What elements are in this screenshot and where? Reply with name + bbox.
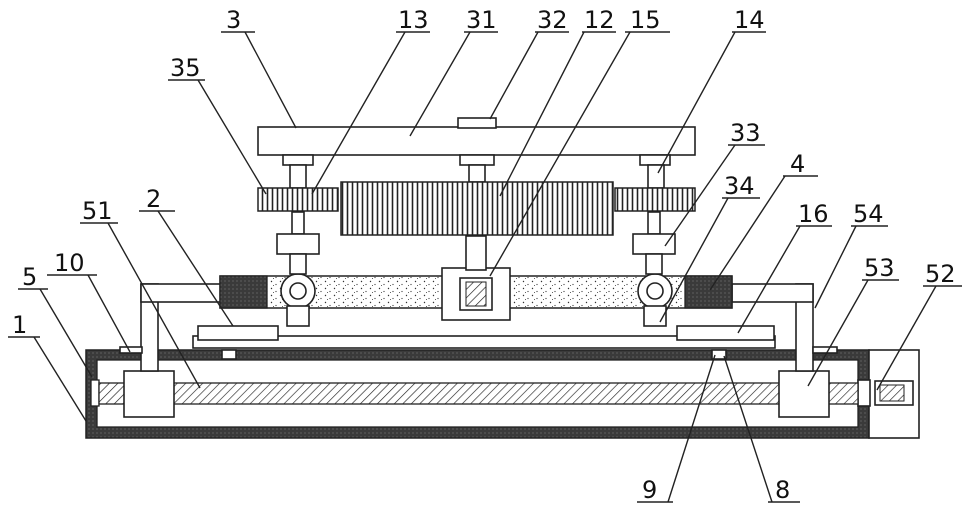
center-gear: [341, 182, 613, 235]
left-small-block: [222, 350, 236, 359]
label-12: 12: [584, 6, 615, 34]
left-nut-block: [124, 371, 174, 417]
label-35: 35: [170, 54, 201, 82]
left-slot: [120, 347, 142, 353]
label-34: 34: [724, 172, 755, 200]
label-5: 5: [22, 263, 37, 291]
label-14: 14: [734, 6, 765, 34]
right-gear: [615, 188, 695, 211]
lead-screw: [99, 383, 858, 404]
label-31: 31: [466, 6, 497, 34]
right-slide-plate: [677, 326, 774, 340]
label-9: 9: [642, 476, 657, 504]
gears: [258, 182, 695, 235]
top-plate: [258, 118, 695, 188]
label-3: 3: [226, 6, 241, 34]
label-1: 1: [12, 311, 27, 339]
label-32: 32: [537, 6, 568, 34]
label-52: 52: [925, 260, 956, 288]
label-54: 54: [853, 200, 884, 228]
label-10: 10: [54, 249, 85, 277]
label-8: 8: [775, 476, 790, 504]
label-4: 4: [790, 150, 805, 178]
label-33: 33: [730, 119, 761, 147]
label-51: 51: [82, 197, 113, 225]
right-slot: [813, 347, 837, 353]
label-13: 13: [398, 6, 429, 34]
right-nut-block: [779, 371, 829, 417]
label-16: 16: [798, 200, 829, 228]
left-gear: [258, 188, 338, 211]
left-slide-plate: [198, 326, 278, 340]
left-bearing: [91, 380, 99, 406]
label-2: 2: [146, 185, 161, 213]
label-15: 15: [630, 6, 661, 34]
label-53: 53: [864, 254, 895, 282]
